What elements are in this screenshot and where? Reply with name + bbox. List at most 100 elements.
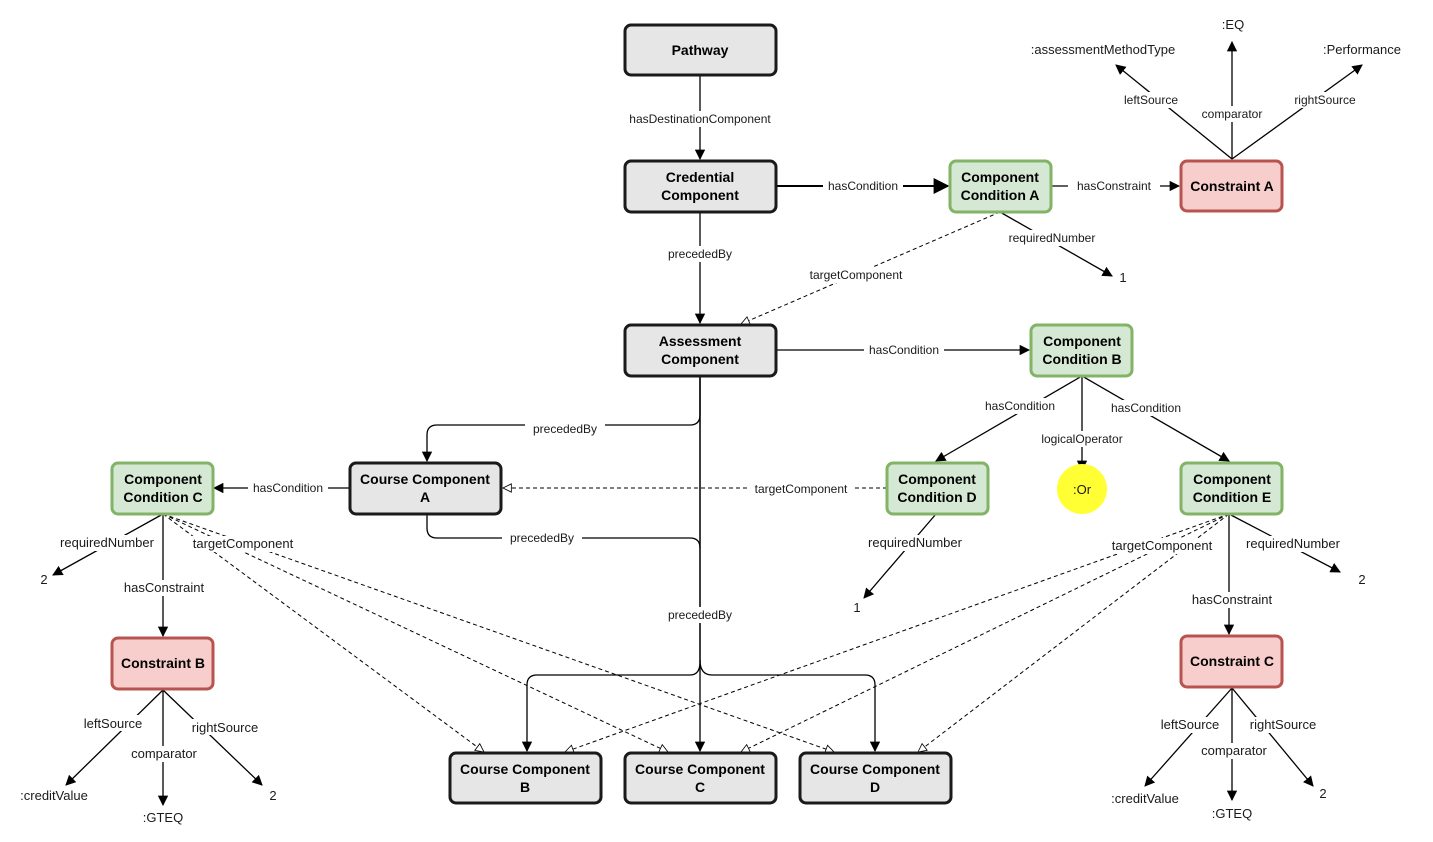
label-constraint-c-comparator: comparator — [1196, 743, 1272, 759]
value-cond-c-required: 2 — [40, 572, 47, 587]
svg-text:hasCondition: hasCondition — [869, 343, 939, 357]
label-assessment-preceded-by: precededBy — [525, 421, 605, 437]
label-assessment-has-condition: hasCondition — [864, 342, 944, 358]
edge-labels: hasDestinationComponent precededBy hasCo… — [54, 92, 1363, 762]
node-constraint-a-label-1: Constraint A — [1190, 178, 1273, 194]
svg-text:logicalOperator: logicalOperator — [1041, 432, 1122, 446]
label-cond-c-target-component: targetComponent — [188, 536, 298, 552]
svg-text:hasConstraint: hasConstraint — [1077, 179, 1152, 193]
svg-text:requiredNumber: requiredNumber — [60, 535, 155, 550]
label-credential-has-condition: hasCondition — [823, 178, 903, 194]
node-component-condition-c-label-1: Component — [124, 471, 202, 487]
node-component-condition-a-label-1: Component — [961, 169, 1039, 185]
edge-cond-c-target-b — [162, 513, 484, 752]
svg-text:hasCondition: hasCondition — [253, 481, 323, 495]
node-component-condition-c-label-2: Condition C — [123, 489, 202, 505]
node-component-condition-d-label-2: Condition D — [897, 489, 976, 505]
node-course-component-d-label-1: Course Component — [810, 761, 940, 777]
edge-cond-c-target-c — [162, 513, 668, 752]
label-cond-e-has-constraint: hasConstraint — [1186, 592, 1278, 608]
node-or[interactable]: :Or — [1057, 464, 1107, 514]
svg-text:requiredNumber: requiredNumber — [1246, 536, 1341, 551]
node-component-condition-e-label-2: Condition E — [1193, 489, 1272, 505]
value-eq: :EQ — [1222, 17, 1244, 32]
edge-assessment-preceded-by-course-d — [699, 659, 881, 753]
label-constraint-a-left-source: leftSource — [1117, 92, 1185, 108]
svg-text:hasConstraint: hasConstraint — [1192, 592, 1273, 607]
label-cond-b-has-condition-d: hasCondition — [980, 398, 1060, 414]
value-cond-d-required: 1 — [853, 600, 860, 615]
edge-constraint-b-right — [162, 689, 263, 786]
node-assessment-component-label-2: Component — [661, 351, 739, 367]
node-constraint-b[interactable]: Constraint B — [110, 636, 215, 691]
node-course-component-d-label-2: D — [870, 779, 880, 795]
value-cond-e-required: 2 — [1358, 572, 1365, 587]
label-has-destination-component: hasDestinationComponent — [616, 111, 784, 127]
value-two-b: 2 — [269, 788, 276, 803]
value-assessment-method-type: :assessmentMethodType — [1031, 42, 1176, 57]
svg-text:rightSource: rightSource — [1294, 93, 1356, 107]
label-cond-a-has-constraint: hasConstraint — [1068, 178, 1160, 194]
label-cond-e-required-number: requiredNumber — [1240, 536, 1346, 552]
svg-text:rightSource: rightSource — [1250, 717, 1316, 732]
node-credential-component-label-1: Credential — [666, 169, 734, 185]
edge-constraint-c-right — [1231, 687, 1314, 787]
svg-text:precededBy: precededBy — [668, 608, 732, 622]
svg-text:leftSource: leftSource — [1161, 717, 1220, 732]
svg-text:rightSource: rightSource — [192, 720, 258, 735]
edge-assessment-preceded-by-course-a — [421, 376, 701, 463]
svg-text:leftSource: leftSource — [84, 716, 143, 731]
node-component-condition-d-label-1: Component — [898, 471, 976, 487]
svg-text:hasCondition: hasCondition — [985, 399, 1055, 413]
edge-course-a-preceded-by — [426, 514, 701, 549]
svg-text:hasCondition: hasCondition — [1111, 401, 1181, 415]
svg-text:comparator: comparator — [1202, 107, 1263, 121]
values: :assessmentMethodType :EQ :Performance 1… — [20, 17, 1401, 825]
edge-constraint-b-left — [65, 689, 164, 786]
value-performance: :Performance — [1323, 42, 1401, 57]
value-cond-a-required: 1 — [1119, 270, 1126, 285]
label-cond-c-required-number: requiredNumber — [54, 535, 160, 551]
node-course-component-b-label-1: Course Component — [460, 761, 590, 777]
value-credit-value-c: :creditValue — [1111, 791, 1179, 806]
edge-cond-d-required-number — [863, 513, 937, 599]
label-cond-a-required-number: requiredNumber — [1004, 230, 1100, 246]
label-constraint-a-comparator: comparator — [1196, 106, 1268, 122]
edge-cond-b-has-condition-e — [1081, 375, 1230, 462]
node-pathway-label-1: Pathway — [672, 42, 729, 58]
value-gteq-b: :GTEQ — [143, 810, 183, 825]
node-course-component-a-label-2: A — [420, 489, 430, 505]
svg-text:precededBy: precededBy — [533, 422, 597, 436]
node-constraint-a[interactable]: Constraint A — [1179, 159, 1284, 213]
label-constraint-b-comparator: comparator — [126, 746, 202, 762]
svg-text:requiredNumber: requiredNumber — [868, 535, 963, 550]
label-cond-c-has-constraint: hasConstraint — [118, 580, 210, 596]
node-pathway[interactable]: Pathway — [623, 23, 778, 77]
svg-text:hasDestinationComponent: hasDestinationComponent — [629, 112, 771, 126]
label-credential-preceded-by: precededBy — [660, 246, 740, 262]
node-constraint-c[interactable]: Constraint C — [1179, 634, 1284, 689]
label-cond-a-target-component: targetComponent — [805, 267, 907, 283]
value-credit-value-b: :creditValue — [20, 788, 88, 803]
node-credential-component-label-2: Component — [661, 187, 739, 203]
edge-constraint-a-right — [1231, 64, 1363, 160]
svg-text:targetComponent: targetComponent — [755, 482, 848, 496]
value-two-c: 2 — [1319, 786, 1326, 801]
edge-constraint-c-left — [1144, 687, 1233, 787]
label-cond-b-has-condition-e: hasCondition — [1106, 400, 1186, 416]
svg-text:comparator: comparator — [1201, 743, 1267, 758]
label-course-a-preceded-by: precededBy — [502, 530, 582, 546]
label-course-a-has-condition: hasCondition — [248, 480, 328, 496]
